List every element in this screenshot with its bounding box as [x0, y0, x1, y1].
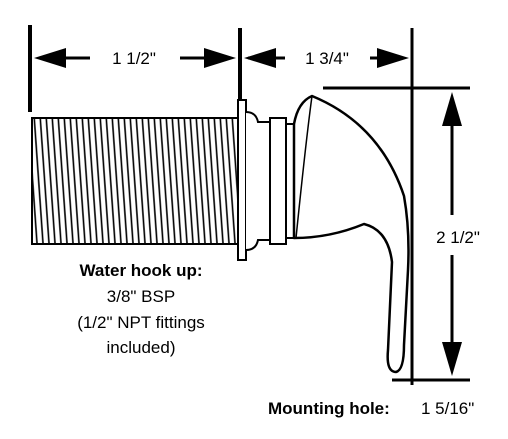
mounting-hole-note: Mounting hole: 1 5/16" [268, 399, 474, 418]
valve-flange [237, 99, 295, 261]
water-hookup-line1: 3/8" BSP [107, 287, 175, 306]
water-hookup-line2: (1/2" NPT fittings [77, 313, 205, 332]
water-hookup-title: Water hook up: [79, 261, 202, 280]
water-hookup-note: Water hook up: 3/8" BSP (1/2" NPT fittin… [77, 261, 205, 357]
lever-handle [292, 94, 410, 374]
handle-depth-label: 1 3/4" [305, 49, 349, 68]
shank-length-label: 1 1/2" [112, 49, 156, 68]
shank-length-dimension: 1 1/2" [34, 48, 236, 68]
handle-depth-dimension: 1 3/4" [244, 48, 409, 68]
mounting-hole-label: Mounting hole: [268, 399, 390, 418]
mounting-hole-value: 1 5/16" [421, 399, 474, 418]
threaded-shank [31, 117, 241, 245]
water-hookup-line3: included) [107, 338, 176, 357]
handle-height-dimension: 2 1/2" [436, 92, 480, 376]
handle-height-label: 2 1/2" [436, 228, 480, 247]
